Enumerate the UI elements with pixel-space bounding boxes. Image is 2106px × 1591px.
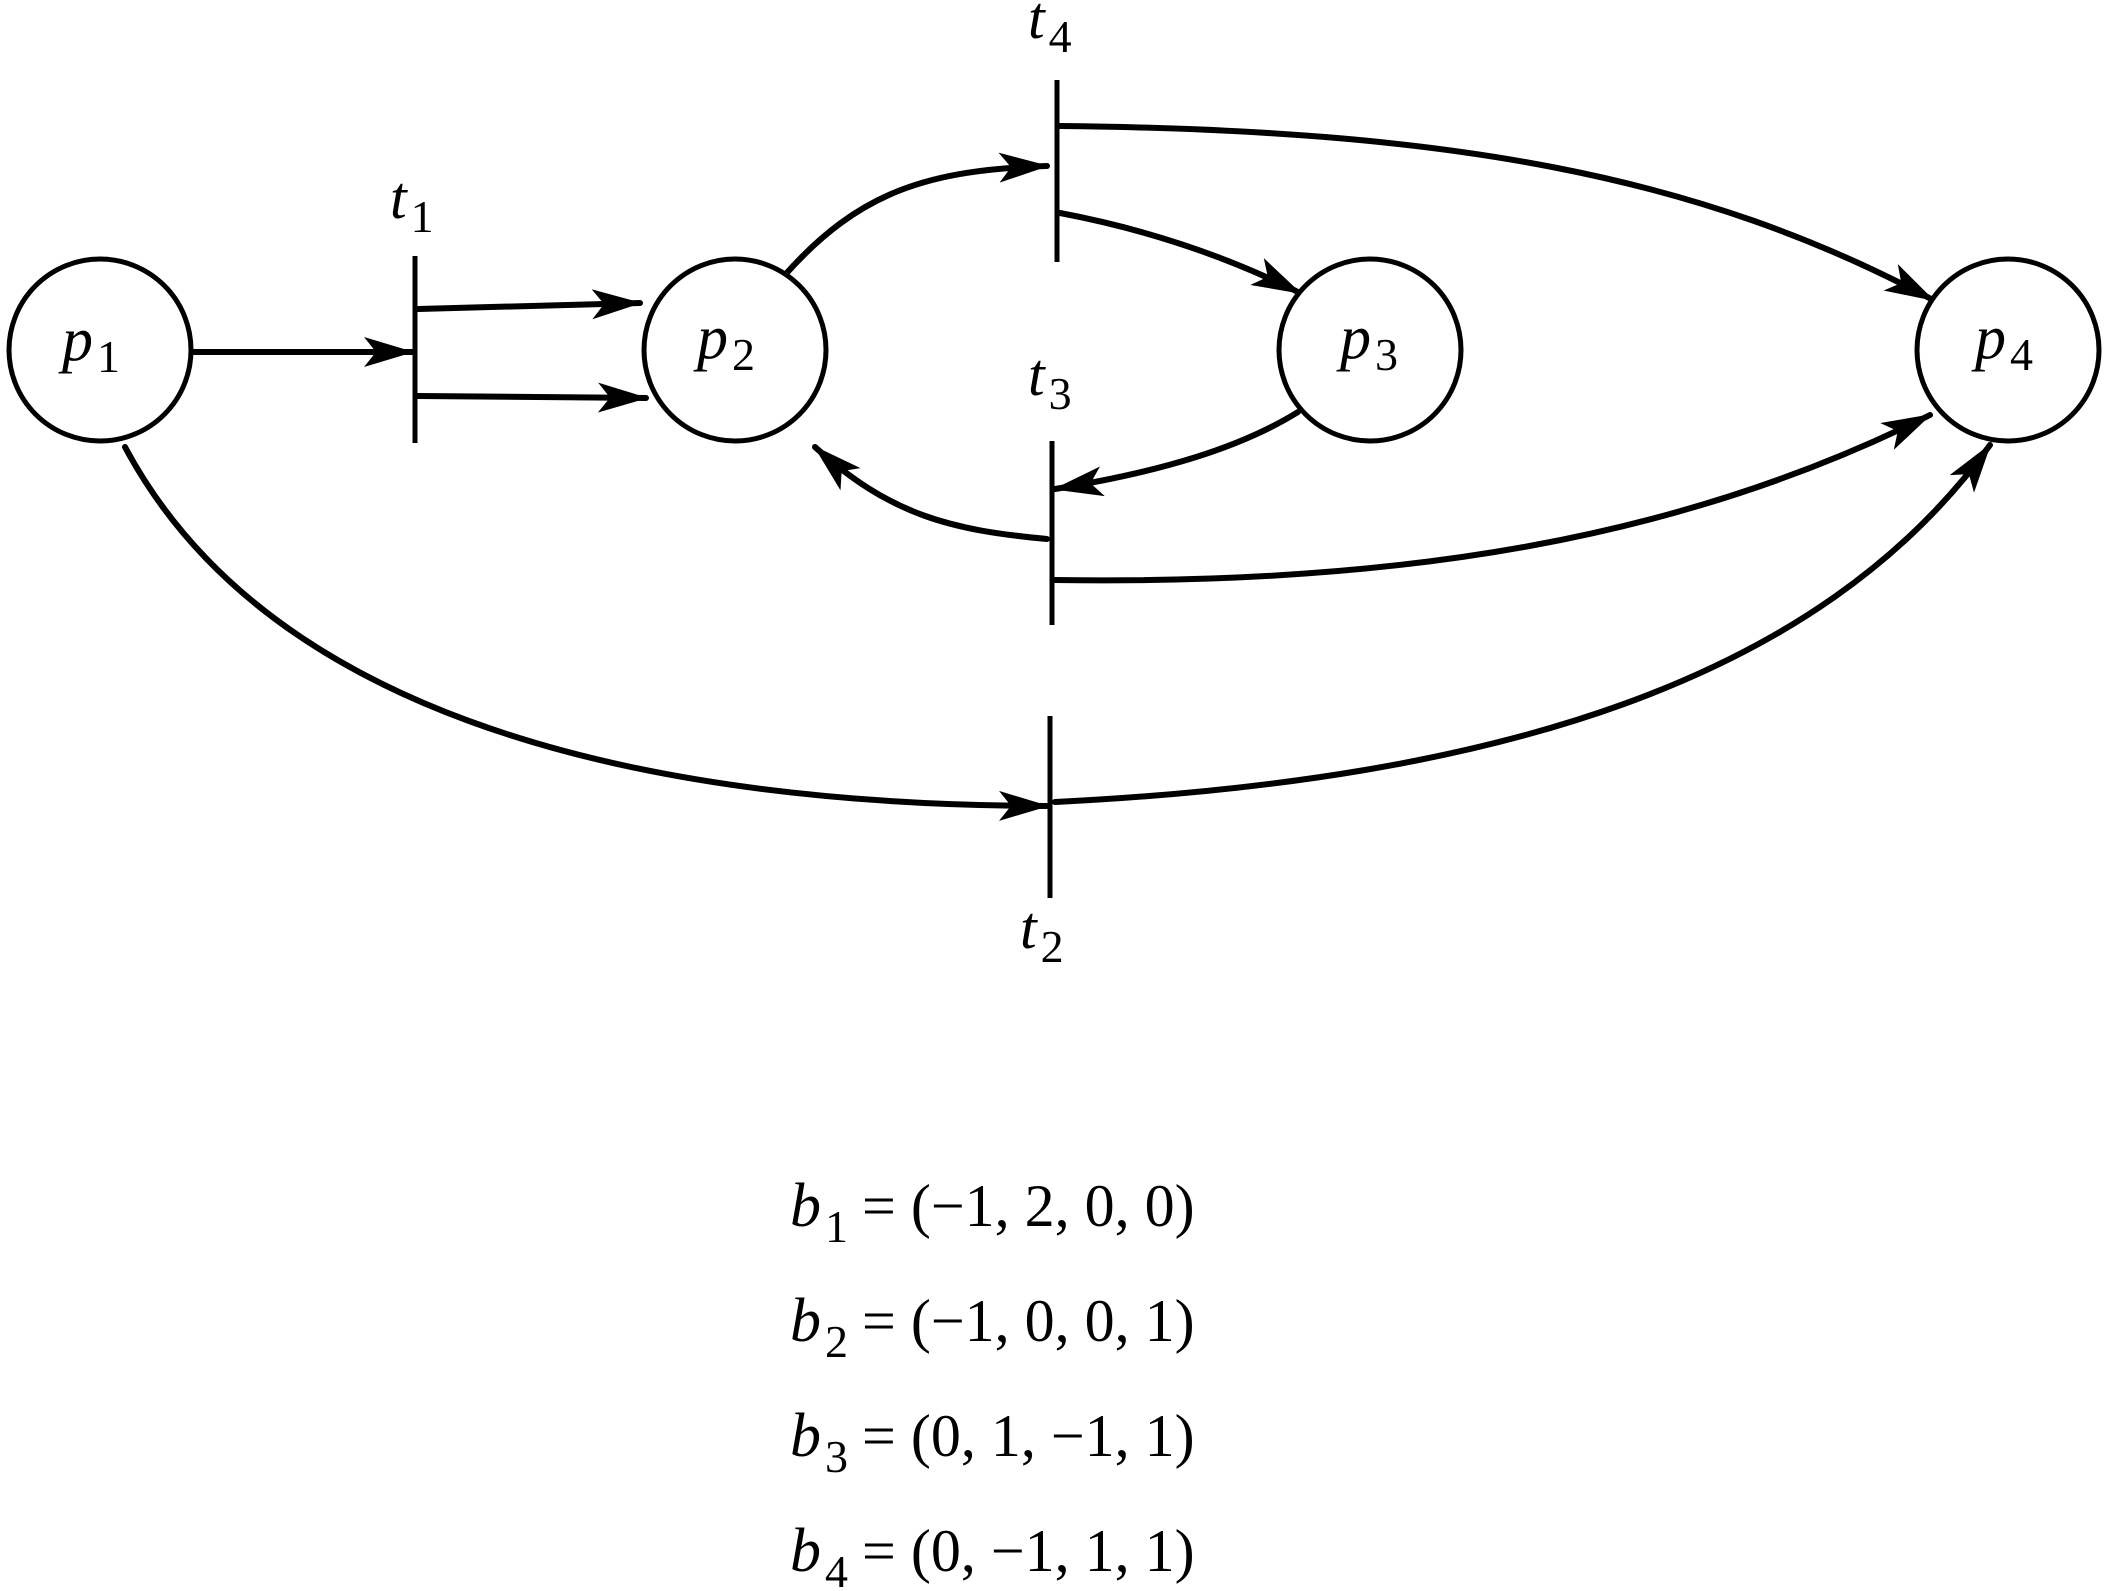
transitions <box>412 80 1060 898</box>
transition-labels: t1 t4 t3 t2 <box>390 0 1072 972</box>
arcs <box>122 123 1993 821</box>
place-p4 <box>1914 256 2102 444</box>
arc-t3-p4 <box>1052 412 1933 584</box>
place-label-p1: p1 <box>58 306 120 382</box>
arc-t4-p4 <box>1057 123 1936 303</box>
equation-b2: b2= (−1, 0, 0, 1) <box>790 1287 1195 1367</box>
arc-t1-p2-upper <box>415 289 643 320</box>
arc-p2-t4 <box>781 152 1050 279</box>
place-p3 <box>1276 256 1464 444</box>
arc-t2-p4 <box>1052 442 1993 805</box>
place-p2 <box>641 256 829 444</box>
place-labels: p1 p2 p3 p4 <box>58 304 2033 382</box>
place-p1 <box>6 256 194 444</box>
arc-t3-p2 <box>812 444 1050 542</box>
place-label-p3: p3 <box>1336 304 1398 380</box>
transition-label-t4: t4 <box>1028 0 1072 62</box>
equations: b1= (−1, 2, 0, 0) b2= (−1, 0, 0, 1) b3= … <box>790 1172 1195 1591</box>
arc-p3-t3 <box>1052 409 1301 497</box>
equation-b1: b1= (−1, 2, 0, 0) <box>790 1172 1195 1252</box>
transition-label-t2: t2 <box>1020 895 1064 972</box>
place-label-p4: p4 <box>1971 304 2033 380</box>
arc-p1-t2 <box>122 444 1050 821</box>
equation-b4: b4= (0, −1, 1, 1) <box>790 1517 1195 1591</box>
arc-t1-p2-lower <box>415 382 649 413</box>
arc-t4-p3 <box>1057 210 1303 296</box>
transition-label-t3: t3 <box>1028 342 1072 419</box>
place-label-p2: p2 <box>693 304 755 380</box>
places <box>6 256 2102 444</box>
equation-b3: b3= (0, 1, −1, 1) <box>790 1402 1195 1482</box>
transition-label-t1: t1 <box>390 165 434 242</box>
